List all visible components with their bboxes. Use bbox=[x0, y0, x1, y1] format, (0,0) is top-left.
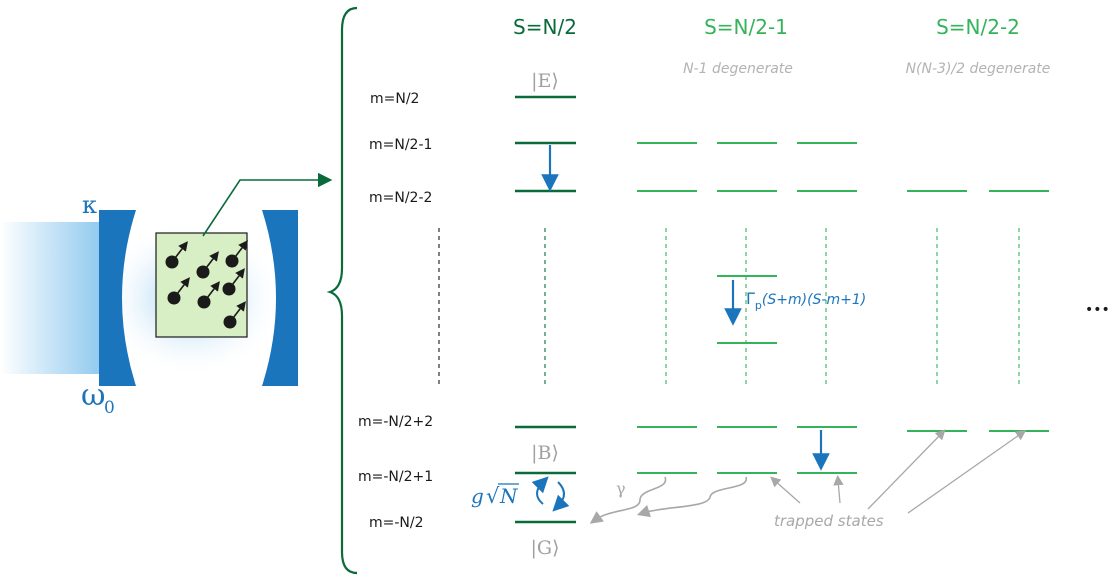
m-label: m=-N/2+2 bbox=[358, 414, 433, 430]
zoom-brace bbox=[326, 6, 358, 575]
coupling-n: N bbox=[499, 484, 519, 508]
degeneracy-note-2: N(N-3)/2 degenerate bbox=[906, 61, 1051, 77]
column-header-s-minus-2: S=N/2-2 bbox=[936, 15, 1020, 39]
decay-rate-label: Γp(S+m)(S-m+1) bbox=[746, 289, 866, 312]
right-mirror bbox=[262, 210, 298, 386]
levels-s-minus-1 bbox=[637, 142, 857, 474]
excited-state-ket: |E⟩ bbox=[531, 70, 559, 92]
zoom-pointer bbox=[202, 172, 333, 237]
spin-arrow bbox=[231, 240, 248, 262]
column-header-s-minus-1: S=N/2-1 bbox=[704, 15, 788, 39]
degeneracy-note-1: N-1 degenerate bbox=[683, 61, 793, 77]
m-label: m=-N/2 bbox=[369, 515, 424, 531]
spin-arrow bbox=[228, 268, 245, 290]
rabi-oscillation-arrow-up bbox=[531, 476, 549, 505]
omega-subscript: 0 bbox=[104, 398, 115, 418]
coupling-g: g bbox=[471, 484, 484, 508]
trapped-state-pointers bbox=[770, 429, 1027, 514]
m-label: m=N/2 bbox=[370, 91, 419, 107]
m-label: m=N/2-1 bbox=[369, 137, 432, 153]
spin-arrow bbox=[203, 281, 220, 303]
gamma-emission-arrow bbox=[589, 476, 667, 524]
bright-state-ket: |B⟩ bbox=[531, 442, 559, 464]
kappa-label: κ bbox=[82, 191, 97, 219]
ground-state-ket: |G⟩ bbox=[531, 537, 560, 559]
gamma-label: γ bbox=[616, 479, 626, 498]
spin-arrow bbox=[171, 241, 188, 263]
coupling-sqrt: √ bbox=[486, 484, 500, 508]
cavity-sketch: κ ω 0 bbox=[0, 172, 333, 418]
spin-arrow bbox=[173, 277, 190, 299]
left-mirror bbox=[99, 210, 136, 386]
gamma-emission-arrow bbox=[636, 476, 747, 518]
input-beam bbox=[0, 222, 104, 374]
trapped-states-label: trapped states bbox=[774, 512, 884, 530]
ellipsis-dashes bbox=[438, 228, 1020, 385]
omega-label: ω bbox=[81, 378, 105, 413]
m-label: m=-N/2+1 bbox=[358, 469, 433, 485]
atom-spins bbox=[165, 240, 248, 329]
more-columns-ellipsis: ••• bbox=[1085, 302, 1110, 318]
column-header-s-max: S=N/2 bbox=[513, 15, 577, 39]
levels-s-minus-2 bbox=[907, 190, 1049, 432]
m-label: m=N/2-2 bbox=[369, 190, 432, 206]
rabi-oscillation-arrow-down bbox=[552, 481, 570, 512]
spin-arrow bbox=[229, 301, 246, 323]
spin-arrow bbox=[202, 251, 219, 273]
